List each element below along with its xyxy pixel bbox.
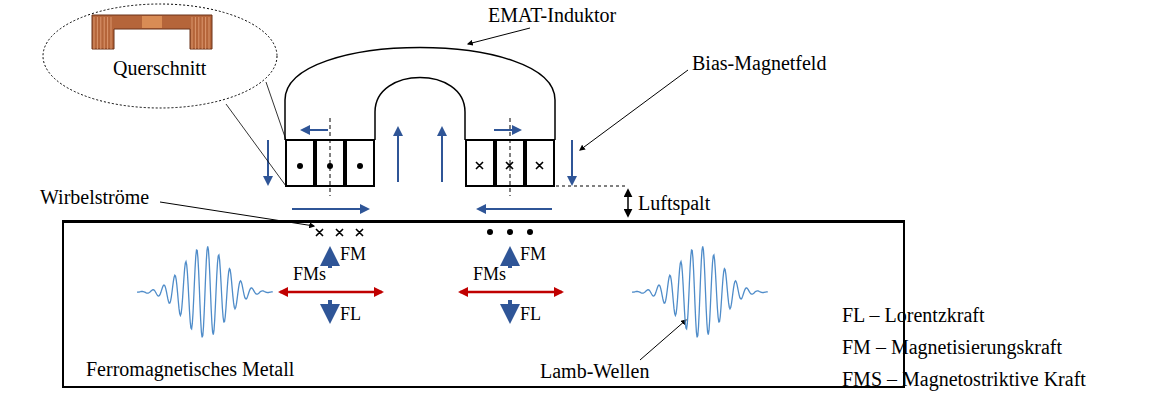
ellipse-outline	[42, 3, 278, 109]
coil-conductors	[286, 140, 554, 186]
wave-packet	[632, 246, 768, 337]
component-label: EMAT-Induktor	[488, 4, 616, 27]
center-line	[330, 118, 510, 196]
inset-leader-line	[226, 82, 286, 186]
air-gap-dimension	[627, 190, 629, 216]
material-name: Ferromagnetisches Metall	[86, 358, 294, 381]
current-out-symbol	[297, 163, 363, 169]
legend-entry: FM – Magnetisierungskraft	[842, 336, 1062, 359]
inset-ellipse: Querschnitt	[42, 3, 278, 109]
eddy-current-in	[316, 229, 363, 236]
wave-packet	[137, 246, 273, 337]
force-label: FMs	[473, 264, 506, 285]
force-label: FL	[520, 304, 541, 325]
field-label: Bias-Magnetfeld	[692, 52, 826, 75]
leader-line	[160, 28, 688, 360]
force-label: FM	[520, 244, 546, 265]
eddy-current-out	[487, 229, 533, 235]
force-label: FMs	[293, 264, 326, 285]
force-label: FL	[340, 304, 361, 325]
dimension-label: Luftspalt	[638, 192, 710, 215]
legend-entry: FMS – Magnetostriktive Kraft	[842, 368, 1086, 391]
wave-label: Lamb-Wellen	[540, 360, 649, 383]
bias-field-arrow	[268, 128, 572, 209]
inductor-arch-inner	[375, 78, 465, 141]
eddy-current-label: Wirbelströme	[40, 186, 149, 209]
magnetostrictive-force-arrow	[280, 291, 562, 294]
metal-plate: Ferromagnetisches Metall	[62, 220, 905, 388]
inductor-photo	[92, 15, 212, 49]
current-in-symbol	[476, 162, 543, 169]
air-gap-line	[556, 186, 628, 187]
inductor-arch-outer	[285, 48, 555, 141]
legend-entry: FL – Lorentzkraft	[842, 304, 985, 327]
force-label: FM	[340, 244, 366, 265]
lamb-wave	[137, 246, 768, 337]
inset-caption: Querschnitt	[113, 57, 206, 80]
